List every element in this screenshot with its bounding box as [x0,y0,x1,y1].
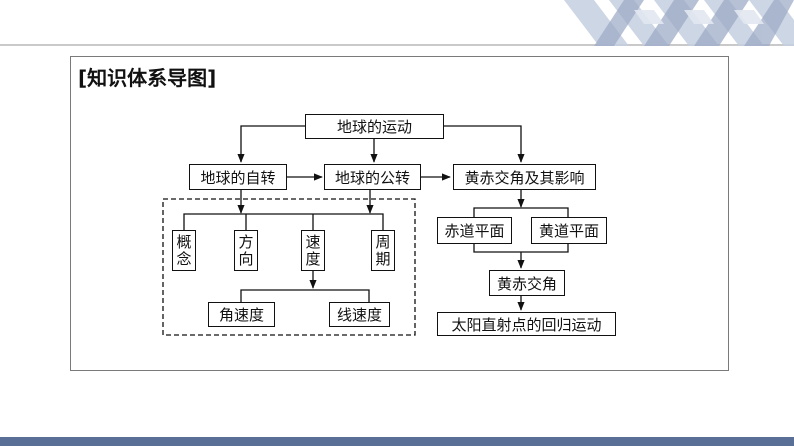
diagram-frame [70,56,729,371]
right-merge [473,244,569,253]
node-rotation: 地球的自转 [189,164,287,190]
right-split-bar [473,207,569,217]
node-speed: 速度 [301,230,325,271]
node-direction: 方向 [234,230,258,271]
speed-split-bar [240,289,370,302]
arrow-motion-to-obliquity-influence [444,125,525,163]
node-concept: 概念 [172,230,196,271]
node-sun-migration: 太阳直射点的回归运动 [437,312,616,336]
header-decoration [564,0,794,46]
node-period: 周期 [371,230,395,271]
node-equator-plane: 赤道平面 [437,217,512,244]
node-earth-motion: 地球的运动 [305,114,444,139]
node-linear-speed: 线速度 [329,302,390,327]
arrow-motion-to-rotation [237,125,305,163]
footer-bar [0,437,794,446]
node-obliquity: 黄赤交角 [489,270,565,296]
node-obliquity-influence: 黄赤交角及其影响 [453,164,596,190]
group-bracket [183,213,384,230]
dashed-group-box [162,198,416,336]
node-ecliptic-plane: 黄道平面 [531,217,607,244]
diagram-title: [知识体系导图] [78,66,217,90]
node-angular-speed: 角速度 [208,302,275,327]
header-divider [0,44,794,46]
node-revolution: 地球的公转 [324,164,421,190]
